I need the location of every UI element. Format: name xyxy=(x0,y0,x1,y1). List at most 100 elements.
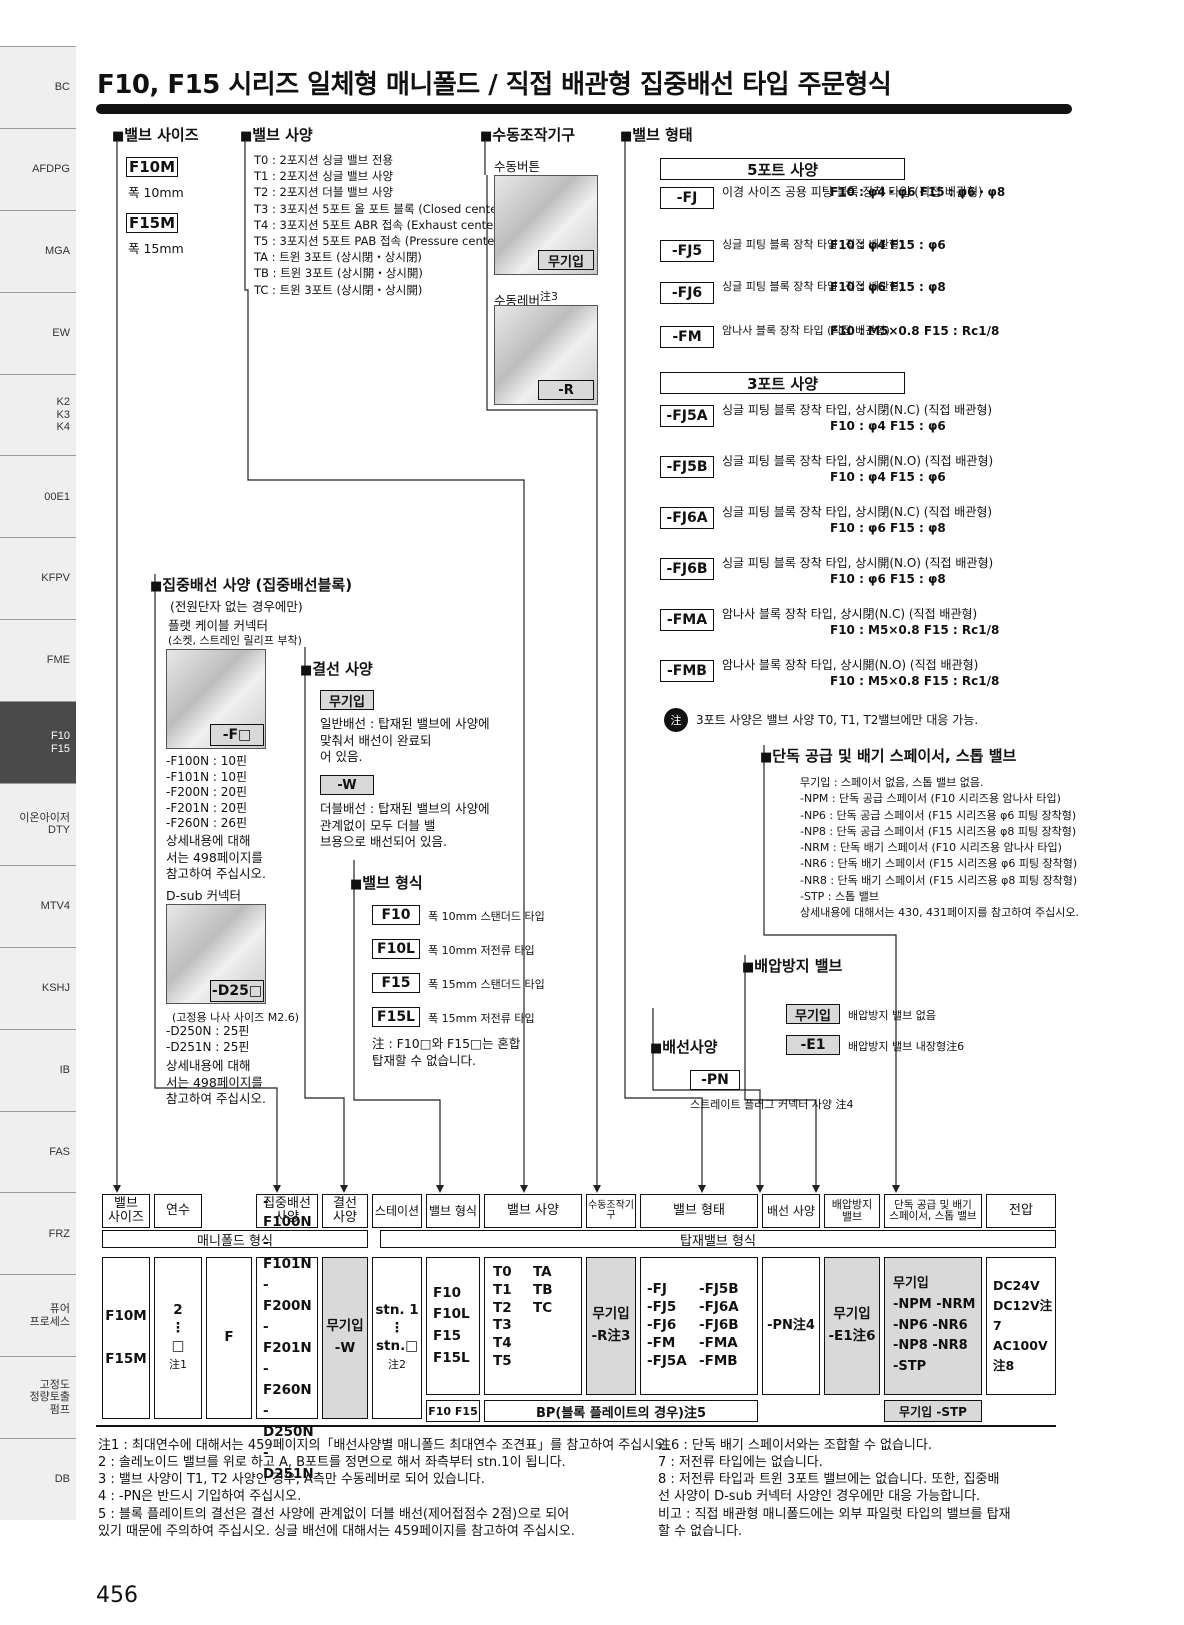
valve-form-code: F15L xyxy=(372,1007,420,1027)
table-header-form: 밸브 형식 xyxy=(426,1194,480,1228)
dsub-label: D-sub 커넥터 xyxy=(166,888,241,903)
side-tab[interactable]: MGA xyxy=(0,209,76,292)
valve-size-code-f10m: F10M xyxy=(126,157,178,177)
flat-cable-item: -F260N : 26핀 xyxy=(166,816,248,830)
valve-type-spec: F10 : M5×0.8 F15 : Rc1/8 xyxy=(830,674,1000,688)
spacer-item: -NPM : 단독 공급 스페이서 (F10 시리즈용 암나사 타입) xyxy=(800,792,1061,806)
side-tab[interactable]: FRZ xyxy=(0,1192,76,1275)
side-tab[interactable]: EW xyxy=(0,291,76,374)
valve-type-desc: 이경 사이즈 공용 피팅 블록 장착 타입 (직접 배관형) xyxy=(722,185,983,199)
side-tab[interactable]: BC xyxy=(0,46,76,128)
spacer-item: -STP : 스톱 밸브 xyxy=(800,890,879,904)
wiring-spec-desc: 스트레이트 플러그 커넥터 사양 注4 xyxy=(690,1098,854,1111)
notes-left: 注1 : 최대연수에 대해서는 459페이지의「배선사양별 매니폴드 최대연수 … xyxy=(98,1438,671,1539)
valve-spec-item: TA : 트윈 3포트 (상시閉・상시閉) xyxy=(254,250,422,265)
side-tab[interactable]: IB xyxy=(0,1028,76,1111)
dsub-ref: 상세내용에 대해 서는 498페이지를 참고하여 주십시오. xyxy=(166,1058,266,1106)
valve-type-3port-title: 3포트 사양 xyxy=(660,372,905,394)
valve-size-desc-f10m: 폭 10mm xyxy=(128,185,184,200)
valve-type-desc: 암나사 블록 장착 타입, 상시開(N.O) (직접 배관형) xyxy=(722,658,979,672)
table-header-connection: 결선 사양 xyxy=(322,1194,368,1228)
dsub-item: -D251N : 25핀 xyxy=(166,1039,250,1054)
spacer-item: -NR8 : 단독 배기 스페이서 (F15 시리즈용 φ8 피팅 장착형) xyxy=(800,873,1078,887)
valve-type-code: -FM xyxy=(660,326,714,348)
side-tab[interactable]: 고정도 정량토출 펌프 xyxy=(0,1356,76,1439)
flat-cable-ref: 상세내용에 대해 서는 498페이지를 참고하여 주십시오. xyxy=(166,833,266,881)
side-tab[interactable]: 00E1 xyxy=(0,455,76,538)
side-tab[interactable]: KSHJ xyxy=(0,946,76,1029)
side-tab[interactable]: F10 F15 xyxy=(0,701,76,783)
count-note: 注1 xyxy=(169,1357,187,1371)
table-header-manual: 수동조작기구 xyxy=(586,1194,636,1228)
side-tab[interactable]: 퓨어 프로세스 xyxy=(0,1274,76,1357)
dsub-code: -D25□ xyxy=(210,980,264,1002)
valve-type-code: -FJ xyxy=(660,187,714,209)
side-tab[interactable]: K2 K3 K4 xyxy=(0,373,76,456)
flat-cable-code: -F□ xyxy=(210,724,264,746)
wiring-spec-code: -PN xyxy=(690,1070,740,1090)
valve-type-row: -FJ5 싱글 피팅 블록 장착 타입 (직접 배관형)F10 : φ4 F15 … xyxy=(660,238,1040,286)
table-group-valve: 탑재밸브 형식 xyxy=(380,1230,1056,1249)
valve-form-desc: 폭 15mm 저전류 타입 xyxy=(428,1012,535,1025)
table-header-station: 스테이션 xyxy=(372,1194,422,1228)
side-tab[interactable]: DB xyxy=(0,1438,76,1520)
table-col-spacer: 무기입 -NPM -NRM -NP6 -NR6 -NP8 -NR8 -STP xyxy=(884,1257,982,1395)
table-bottom-rule xyxy=(96,1425,1056,1427)
manual-lever-text: 수동레버 xyxy=(494,293,541,309)
valve-type-code: -FJ6 xyxy=(660,282,714,304)
side-tab[interactable]: KFPV xyxy=(0,537,76,620)
table-col-size: F10M F15M xyxy=(102,1257,150,1419)
valve-type-desc: 싱글 피팅 블록 장착 타입 (직접 배관형) xyxy=(722,238,904,251)
valve-type-desc: 싱글 피팅 블록 장착 타입, 상시開(N.O) (직접 배관형) xyxy=(722,454,994,468)
type-values-a: -FJ -FJ5 -FJ6 -FM -FJ5A xyxy=(647,1281,687,1369)
valve-form-desc: 폭 15mm 스탠더드 타입 xyxy=(428,978,545,991)
valve-form-desc: 폭 10mm 스탠더드 타입 xyxy=(428,910,545,923)
valve-type-spec: F10 : M5×0.8 F15 : Rc1/8 xyxy=(830,623,1000,637)
flat-cable-list: -F100N : 10핀 -F101N : 10핀 -F200N : 20핀 -… xyxy=(166,754,247,832)
table-sub-form: F10 F15 xyxy=(426,1400,480,1422)
table-col-wspec: -PN注4 xyxy=(762,1257,820,1395)
table-header-size: 밸브 사이즈 xyxy=(102,1194,150,1228)
valve-spec-item: TC : 트윈 3포트 (상시閉・상시開) xyxy=(254,282,423,297)
table-col-f: F xyxy=(206,1257,252,1419)
flat-cable-item: -F201N : 20핀 xyxy=(166,800,248,815)
flat-cable-label: 플랫 케이블 커넥터 xyxy=(168,618,268,633)
side-tab[interactable]: FME xyxy=(0,619,76,702)
manual-lever-code: -R xyxy=(538,380,594,400)
table-col-backflow: 무기입 -E1注6 xyxy=(824,1257,880,1395)
station-note: 注2 xyxy=(387,1357,406,1371)
page-title: F10, F15 시리즈 일체형 매니폴드 / 직접 배관형 집중배선 타입 주… xyxy=(97,70,892,100)
backflow-code-e1: -E1 xyxy=(786,1035,840,1055)
dsub-item: -D250N : 25핀 xyxy=(166,1024,250,1038)
valve-type-spec: F10 : φ4 F15 : φ6 xyxy=(830,238,946,252)
type-values-b: -FJ5B -FJ6A -FJ6B -FMA -FMB xyxy=(699,1281,739,1369)
valve-type-code: -FJ5 xyxy=(660,240,714,262)
valve-spec-item: T5 : 3포지션 5포트 PAB 접속 (Pressure center) xyxy=(254,234,504,249)
valve-type-heading: 밸브 형태 xyxy=(620,124,692,145)
side-tab[interactable]: FAS xyxy=(0,1110,76,1193)
valve-form-heading: 밸브 형식 xyxy=(350,872,422,893)
spacer-item: -NP8 : 단독 공급 스페이서 (F15 시리즈용 φ8 피팅 장착형) xyxy=(800,824,1077,838)
table-col-manual: 무기입 -R注3 xyxy=(586,1257,636,1395)
valve-type-spec: F10 : φ6 F15 : φ8 xyxy=(830,572,946,586)
table-sub-stop: 무기입 -STP xyxy=(884,1400,982,1422)
backflow-desc-e1: 배압방지 밸브 내장형注6 xyxy=(848,1040,965,1053)
table-sub-bp: BP(블록 플레이트의 경우)注5 xyxy=(484,1400,758,1422)
table-col-wiring: -F100N -F101N -F200N -F201N -F260N -D250… xyxy=(256,1194,318,1482)
side-tab[interactable]: MTV4 xyxy=(0,864,76,947)
valve-type-5port-title: 5포트 사양 xyxy=(660,158,905,180)
valve-spec-item: T0 : 2포지션 싱글 밸브 전용 xyxy=(254,153,394,167)
backflow-heading: 배압방지 밸브 xyxy=(742,955,842,976)
backflow-desc-none: 배압방지 밸브 없음 xyxy=(848,1009,936,1022)
side-tab[interactable]: 이온아이저 DTY xyxy=(0,783,76,865)
table-col-type: -FJ -FJ5 -FJ6 -FM -FJ5A -FJ5B -FJ6A -FJ6… xyxy=(640,1257,758,1395)
side-tab[interactable]: AFDPG xyxy=(0,127,76,210)
table-header-spec: 밸브 사양 xyxy=(484,1194,582,1228)
valve-type-desc: 싱글 피팅 블록 장착 타입 (직접 배관형) xyxy=(722,280,904,293)
spec-values-b: TA TB TC xyxy=(533,1264,553,1316)
